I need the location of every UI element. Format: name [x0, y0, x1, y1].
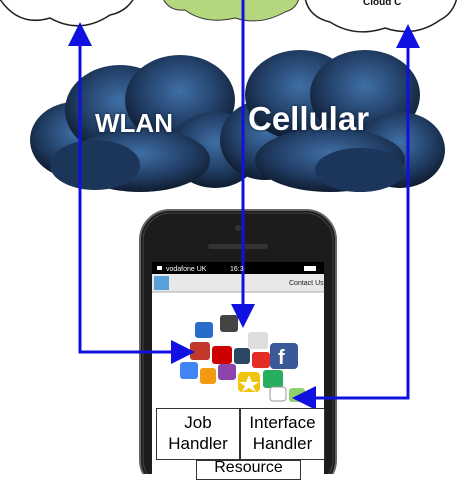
share-icon: [263, 370, 283, 388]
interface-handler-box: Interface Handler: [240, 408, 325, 460]
tumblr-icon: [234, 348, 250, 364]
youtube-icon: [252, 352, 270, 368]
cellular-arrow: [302, 24, 420, 400]
reddit-icon: [269, 386, 287, 402]
app-icon: [218, 364, 236, 380]
svg-text:f: f: [278, 347, 285, 369]
delicious-icon: [200, 368, 216, 384]
cloud-c-label: Cloud C: [363, 0, 402, 8]
cloud-c: [304, 0, 458, 33]
app-logo-icon: [154, 276, 169, 290]
cellular-label: Cellular: [248, 100, 370, 137]
rss-icon: [289, 388, 305, 402]
battery-icon: [304, 266, 316, 271]
job-handler-line-1: Job: [184, 413, 212, 432]
wordpress-icon: [220, 315, 238, 332]
cloud-b: [163, 0, 299, 22]
earpiece: [208, 244, 268, 249]
status-bar: [152, 262, 324, 274]
signal-icon: [157, 266, 162, 270]
interface-handler-line-2: Handler: [252, 434, 313, 453]
contact-us-link[interactable]: Contact Us: [289, 280, 324, 287]
google-icon: [180, 362, 198, 379]
resource-box: Resource: [196, 460, 301, 480]
lastfm-icon: [190, 342, 210, 360]
status-clock: 16:3: [230, 266, 244, 273]
cloud-a: [0, 0, 134, 27]
cnn-icon: [212, 346, 232, 364]
email-icon: [195, 322, 213, 338]
app-header: [152, 274, 324, 292]
job-handler-box: Job Handler: [156, 408, 240, 460]
job-handler-line-2: Handler: [168, 434, 228, 453]
app-icon-cluster: f: [180, 315, 305, 402]
wlan-label: WLAN: [95, 108, 173, 138]
abc-icon: [248, 332, 268, 349]
front-camera: [235, 225, 241, 231]
facebook-icon: [270, 343, 298, 369]
interface-handler-line-1: Interface: [249, 413, 316, 432]
carrier-name: vodafone UK: [166, 266, 207, 273]
connection-arrows: [68, 0, 420, 410]
